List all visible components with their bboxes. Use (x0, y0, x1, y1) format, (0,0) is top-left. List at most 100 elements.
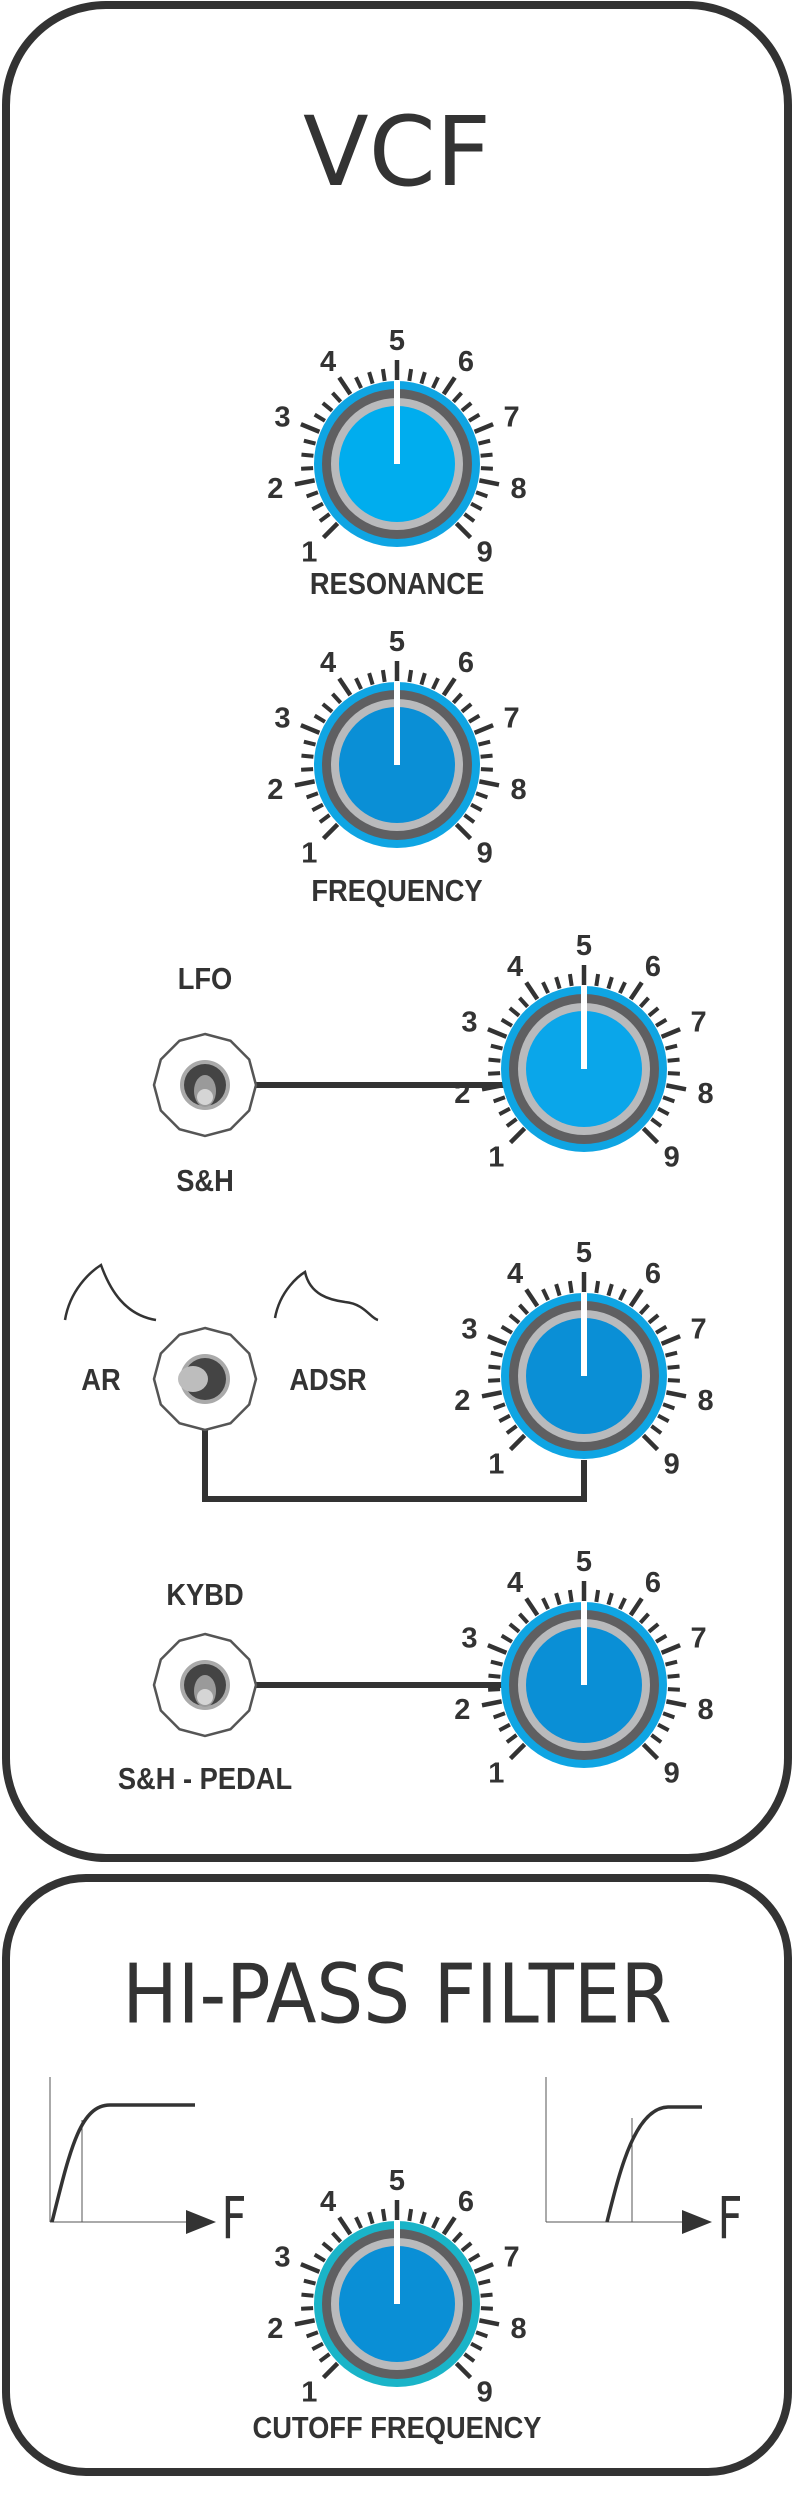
minor-tick (321, 401, 334, 413)
hipass-title: HI-PASS FILTER (122, 1947, 672, 2043)
minor-tick (647, 1313, 660, 1325)
minor-tick (541, 981, 550, 994)
minor-tick (301, 452, 314, 458)
minor-tick (657, 1413, 670, 1424)
major-tick (300, 723, 321, 735)
minor-tick (354, 677, 363, 690)
scale-number: 6 (458, 647, 474, 679)
scale-number: 1 (488, 1758, 504, 1790)
major-tick (628, 981, 644, 1001)
scale-number: 8 (698, 1694, 714, 1726)
major-tick (628, 1597, 644, 1617)
major-tick (478, 478, 500, 487)
minor-tick (451, 2231, 463, 2244)
minor-tick (518, 1303, 530, 1316)
minor-tick (667, 1364, 680, 1370)
major-tick (641, 1742, 660, 1761)
minor-tick (380, 368, 387, 382)
major-tick (660, 1027, 681, 1039)
minor-tick (664, 1043, 678, 1051)
minor-tick (594, 1280, 601, 1294)
minor-tick (431, 2216, 440, 2229)
minor-tick (488, 1673, 501, 1679)
scale-number: 6 (645, 951, 661, 983)
minor-tick (311, 2341, 324, 2352)
minor-tick (470, 2341, 483, 2352)
major-tick (660, 1643, 681, 1655)
scale-number: 3 (274, 2242, 290, 2274)
minor-tick (647, 1622, 660, 1634)
minor-tick (301, 2306, 314, 2311)
minor-tick (305, 490, 319, 499)
kybd-pedal-toggle-switch[interactable] (152, 1632, 258, 1738)
minor-tick (305, 2330, 319, 2339)
hipass-graph-right (545, 2077, 712, 2234)
ar-adsr-toggle-switch[interactable] (152, 1326, 258, 1432)
minor-tick (657, 1106, 670, 1117)
major-tick (628, 1288, 644, 1308)
major-tick (300, 2262, 321, 2274)
kybd-label: KYBD (166, 1577, 244, 1612)
minor-tick (331, 2231, 343, 2244)
scale-number: 3 (461, 1314, 477, 1346)
switch-lever (178, 1366, 208, 1392)
scale-number: 4 (507, 1567, 523, 1599)
minor-tick (650, 1424, 663, 1435)
resonance-label: RESONANCE (309, 566, 485, 601)
minor-tick (303, 438, 317, 446)
minor-tick (492, 1095, 506, 1104)
minor-tick (518, 1612, 530, 1625)
minor-tick (488, 1687, 501, 1692)
knob-scale-ticks (294, 2200, 500, 2380)
scale-number: 7 (503, 2242, 519, 2274)
env-switch-connector (202, 1430, 587, 1502)
major-tick (508, 1433, 527, 1452)
minor-tick (331, 692, 343, 705)
scale-number: 4 (320, 647, 336, 679)
scale-number: 1 (301, 2377, 317, 2409)
minor-tick (500, 1017, 513, 1028)
minor-tick (505, 1733, 518, 1744)
minor-tick (301, 767, 314, 772)
lfo-sh-toggle-switch[interactable] (152, 1032, 258, 1138)
major-tick (660, 1334, 681, 1346)
scale-number: 3 (274, 703, 290, 735)
major-tick (481, 1699, 503, 1708)
scale-number: 9 (664, 1758, 680, 1790)
minor-tick (480, 2306, 493, 2311)
major-tick (441, 2216, 457, 2236)
minor-tick (488, 1364, 501, 1370)
minor-tick (655, 1633, 668, 1644)
minor-tick (647, 1006, 660, 1018)
minor-tick (554, 1592, 562, 1606)
scale-number: 2 (267, 473, 283, 505)
major-tick (454, 2361, 473, 2380)
scale-number: 8 (698, 1385, 714, 1417)
scale-number: 2 (267, 2313, 283, 2345)
minor-tick (431, 376, 440, 389)
major-tick (524, 1288, 540, 1308)
minor-tick (541, 1288, 550, 1301)
scale-number: 6 (645, 1567, 661, 1599)
scale-number: 5 (389, 325, 405, 357)
minor-tick (508, 1006, 521, 1018)
major-tick (454, 822, 473, 841)
minor-tick (662, 1402, 676, 1411)
minor-tick (463, 813, 476, 824)
major-tick (508, 1742, 527, 1761)
minor-tick (638, 1303, 650, 1316)
minor-tick (505, 1117, 518, 1128)
scale-number: 5 (389, 626, 405, 658)
scale-number: 5 (576, 1546, 592, 1578)
major-tick (665, 1083, 687, 1092)
scale-number: 3 (461, 1623, 477, 1655)
scale-number: 7 (690, 1623, 706, 1655)
minor-tick (662, 1095, 676, 1104)
scale-number: 4 (507, 951, 523, 983)
